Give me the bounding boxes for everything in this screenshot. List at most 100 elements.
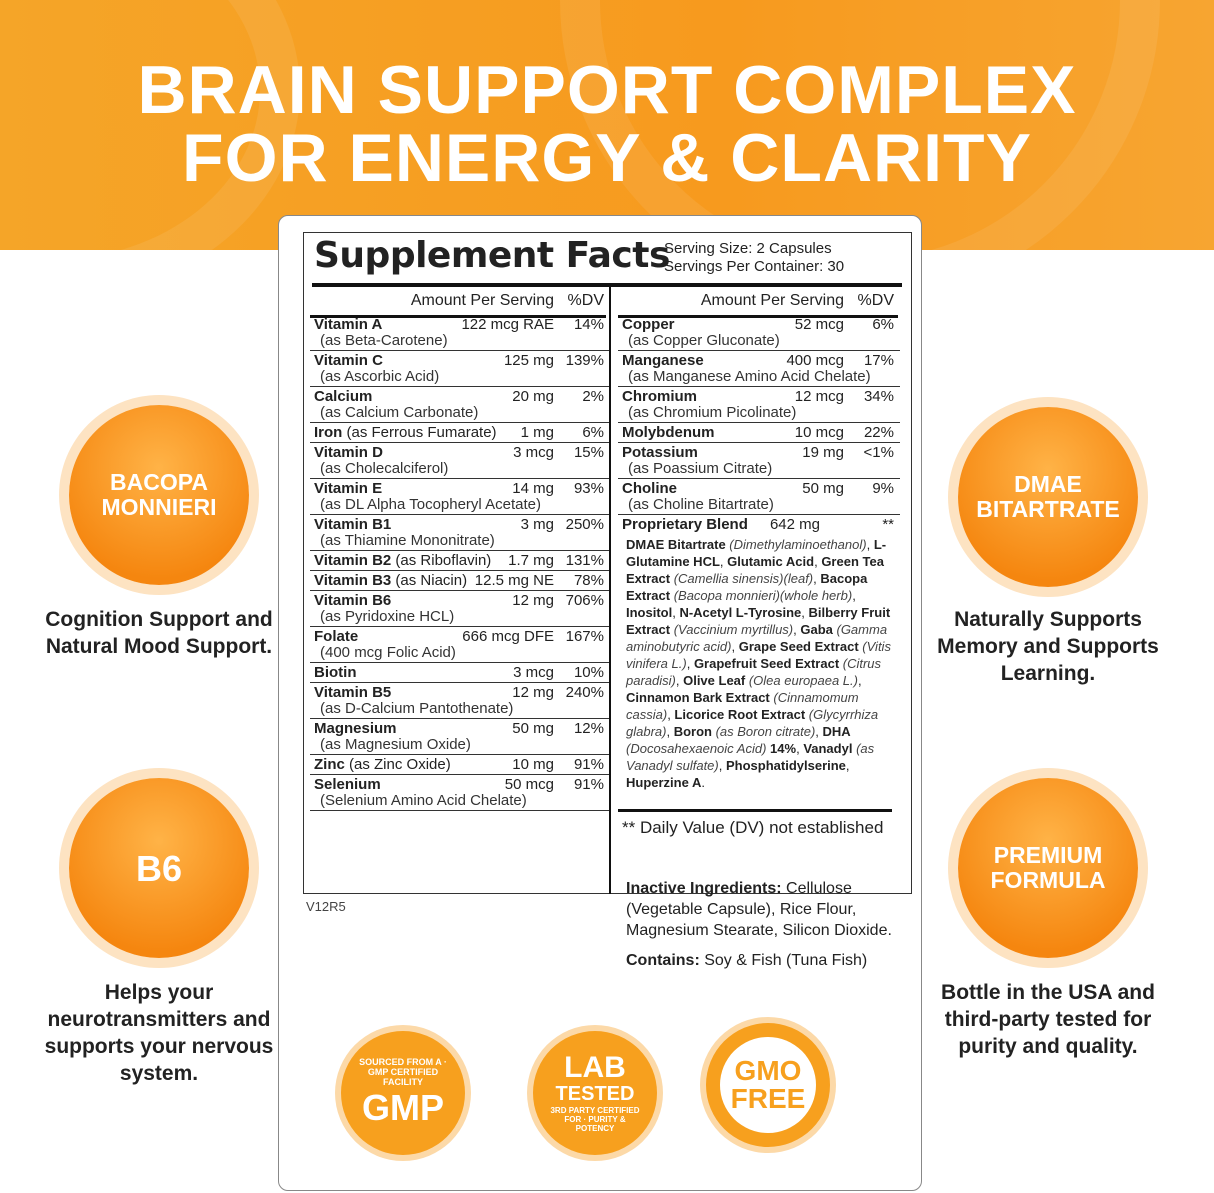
blend-part: (Dimethylaminoethanol) [729, 537, 867, 552]
seal-inner: GMO FREE [720, 1037, 816, 1133]
nutrient-name: Copper [622, 316, 675, 333]
feature-caption: Bottle in the USA and third-party tested… [941, 981, 1155, 1058]
blend-part: Grape Seed Extract [738, 639, 863, 654]
supplement-facts-box: Supplement Facts Serving Size: 2 Capsule… [303, 232, 912, 894]
blend-part: (Gamma aminobutyric acid) [626, 622, 888, 654]
serving-info: Serving Size: 2 Capsules Servings Per Co… [664, 240, 844, 276]
nutrient-name: Vitamin B2 [314, 552, 392, 569]
nutrient-source: (as DL Alpha Tocopheryl Acetate) [320, 496, 541, 513]
contains-text: Soy & Fish (Tuna Fish) [699, 952, 868, 969]
blend-part: 14% [770, 741, 797, 756]
nutrient-dv: 91% [573, 776, 604, 793]
nutrient-amount: 50 mg [512, 720, 554, 737]
blend-part: , [672, 605, 680, 620]
nutrient-amount: 1 mg [520, 424, 554, 441]
blend-part: , [857, 673, 862, 688]
blend-part: Vanadyl [803, 741, 857, 756]
nutrient-dv: 706% [565, 592, 604, 609]
nutrient-dv: 131% [565, 552, 604, 569]
blend-part: , [813, 571, 821, 586]
blend-part: (Glycyrrhiza glabra) [626, 707, 879, 739]
servings-per-container: Servings Per Container: 30 [664, 258, 845, 275]
inactive-text: Cellulose (Vegetable Capsule), Rice Flou… [626, 880, 892, 939]
nutrient-amount: 10 mg [512, 756, 554, 773]
nutrient-source: (as Copper Gluconate) [628, 332, 780, 349]
dv-header: %DV [567, 292, 604, 309]
nutrient-amount: 122 mcg RAE [461, 316, 554, 333]
nutrient-dv: 2% [582, 388, 604, 405]
blend-part: (Citrus paradisi) [626, 656, 882, 688]
seal-ring-text: SOURCED FROM A · GMP CERTIFIED FACILITY [359, 1057, 447, 1087]
nutrient-source: (as Manganese Amino Acid Chelate) [628, 368, 871, 385]
amount-header: Amount Per Serving [700, 292, 844, 309]
nutrient-source: (as Beta-Carotene) [320, 332, 448, 349]
contains: Contains: Soy & Fish (Tuna Fish) [626, 950, 867, 971]
nutrient-name: Selenium [314, 776, 381, 793]
headline-line-2: FOR ENERGY & CLARITY [182, 120, 1032, 196]
nutrient-name: Vitamin B5 [314, 684, 392, 701]
nutrient-name: Vitamin D [314, 444, 383, 461]
nutrient-amount: 12 mcg [794, 388, 844, 405]
inactive-ingredients: Inactive Ingredients: Cellulose (Vegetab… [626, 878, 922, 941]
nutrient-name: Vitamin C [314, 352, 383, 369]
blend-part: Olive Leaf [683, 673, 749, 688]
amount-header: Amount Per Serving [410, 292, 554, 309]
feature-caption: Naturally Supports Memory and Supports L… [937, 608, 1159, 685]
nutrient-source: (Selenium Amino Acid Chelate) [320, 792, 527, 809]
blend-part: Gaba [800, 622, 837, 637]
nutrient-source: (as Riboflavin) [395, 552, 492, 569]
blend-part: , [731, 639, 739, 654]
column-header: Amount Per Serving%DV [618, 287, 900, 315]
blend-part: N-Acetyl L-Tyrosine [679, 605, 802, 620]
nutrient-source: (as Choline Bitartrate) [628, 496, 774, 513]
nutrient-source: (400 mcg Folic Acid) [320, 644, 456, 661]
blend-name: Proprietary Blend [622, 516, 748, 533]
blend-part: , [815, 724, 823, 739]
nutrient-amount: 20 mg [512, 388, 554, 405]
dv-note: ** Daily Value (DV) not established [622, 818, 884, 837]
blend-part: Green Tea Extract [626, 554, 884, 586]
feature-badge-b6: B6 [69, 778, 249, 958]
facts-title: Supplement Facts [314, 235, 670, 276]
nutrient-source: (as Pyridoxine HCL) [320, 608, 455, 625]
blend-ingredients: DMAE Bitartrate (Dimethylaminoethanol), … [622, 533, 896, 794]
nutrient-amount: 50 mg [802, 480, 844, 497]
nutrient-dv: 167% [565, 628, 604, 645]
serving-size: Serving Size: 2 Capsules [664, 240, 832, 257]
nutrient-source: (as Niacin) [395, 572, 468, 589]
nutrient-dv: 240% [565, 684, 604, 701]
blend-part: (Cinnamomum cassia) [626, 690, 859, 722]
blend-part: , [686, 656, 694, 671]
blend-part: Phosphatidylserine [725, 758, 846, 773]
blend-part: . [701, 775, 705, 790]
nutrient-dv: 12% [573, 720, 604, 737]
nutrient-source: (as Chromium Picolinate) [628, 404, 797, 421]
nutrient-dv: 14% [573, 316, 604, 333]
blend-part: , [814, 554, 822, 569]
blend-part: (Olea europaea L.) [748, 673, 858, 688]
nutrient-amount: 3 mg [520, 516, 554, 533]
nutrient-amount: 125 mg [503, 352, 554, 369]
blend-part: , [801, 605, 809, 620]
nutrient-dv: 34% [863, 388, 894, 405]
nutrient-amount: 666 mcg DFE [462, 628, 554, 645]
blend-part: DHA [822, 724, 851, 739]
blend-part: , [666, 724, 674, 739]
nutrient-amount: 12 mg [512, 684, 554, 701]
seal-main-text: GMO [734, 1055, 802, 1086]
nutrient-name: Vitamin B6 [314, 592, 392, 609]
nutrient-amount: 12.5 mg NE [474, 572, 554, 589]
